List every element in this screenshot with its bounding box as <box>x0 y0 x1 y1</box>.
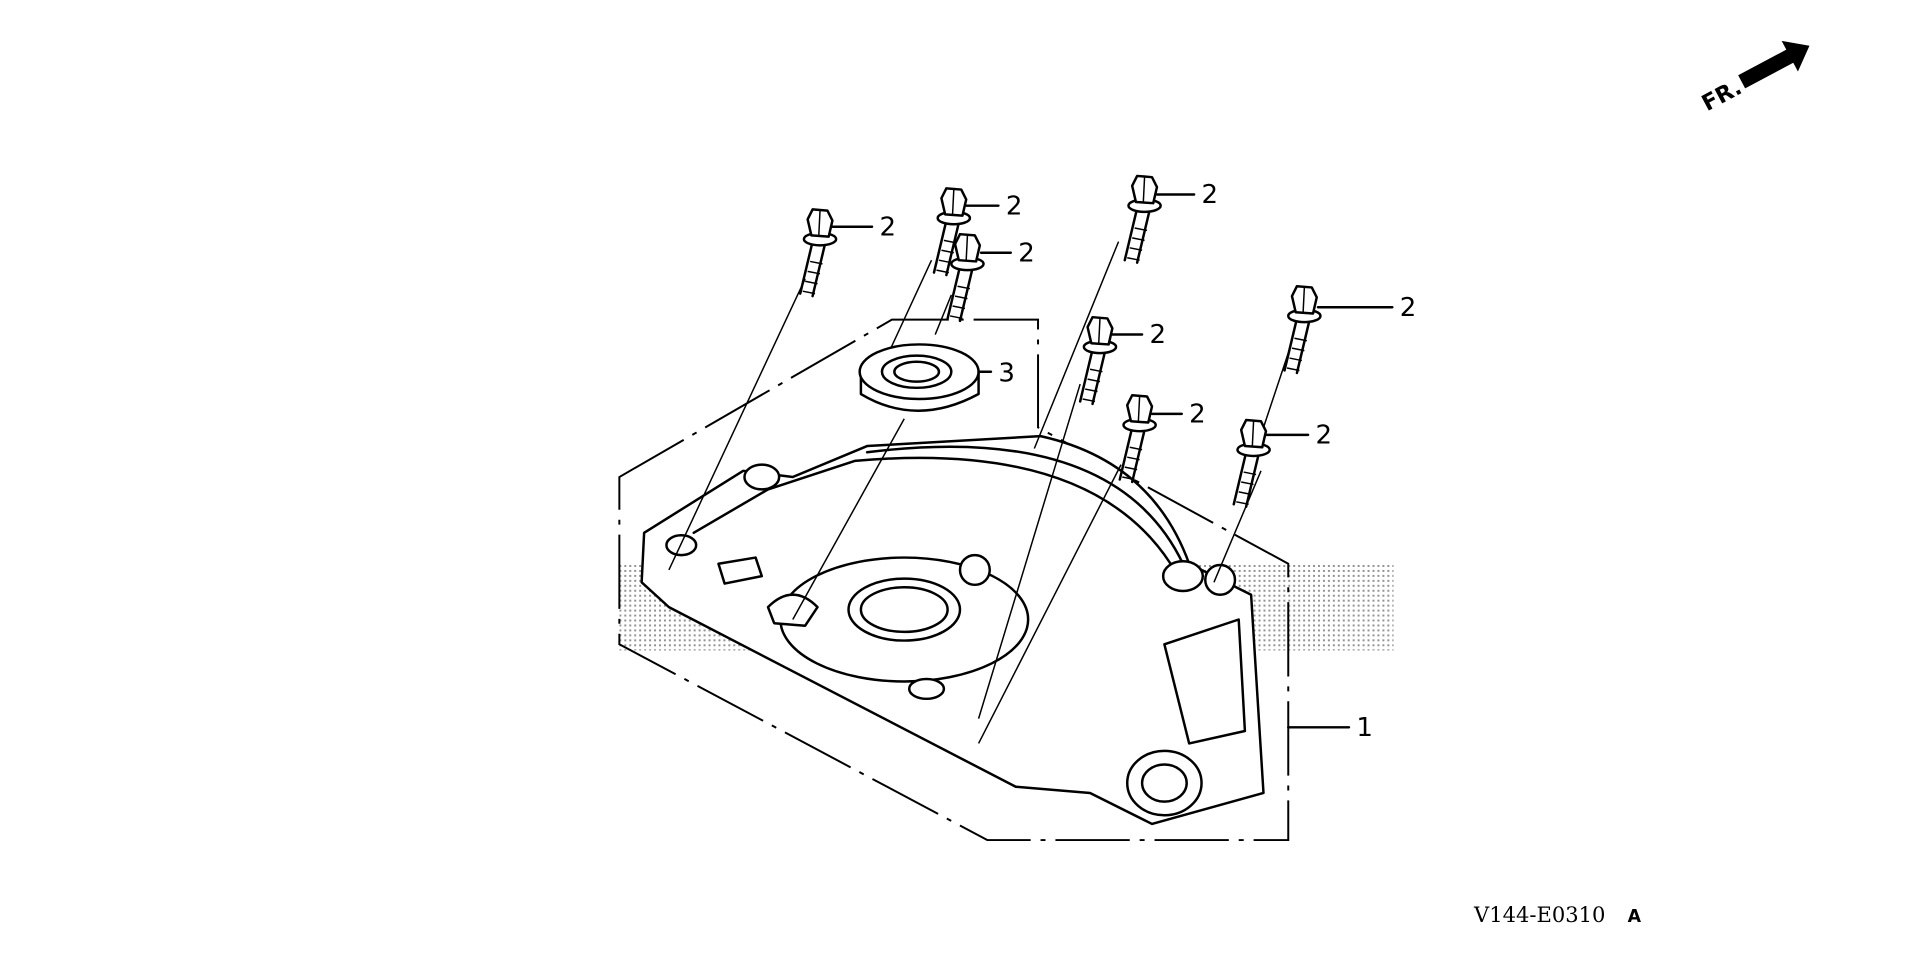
oil-seal-part <box>858 343 980 412</box>
front-arrow-icon <box>1738 40 1810 89</box>
callout-number: 2 <box>879 212 896 242</box>
callout-flange-bolt: 2 <box>964 191 1023 221</box>
drawing-revision: A <box>1628 907 1642 927</box>
leader-lines <box>668 241 1289 744</box>
callout-number: 1 <box>1356 713 1373 743</box>
callout-flange-bolt: 2 <box>979 238 1035 268</box>
callout-flange-bolt: 2 <box>1155 180 1219 210</box>
flange-bolt-part <box>1118 394 1157 484</box>
callout-number: 3 <box>998 359 1015 389</box>
flange-bolt-part <box>1283 284 1322 375</box>
callout-flange-bolt: 2 <box>1316 293 1417 323</box>
front-label: FR. <box>1698 74 1747 116</box>
callout-number: 2 <box>1316 421 1333 451</box>
callout-number: 2 <box>1006 191 1023 221</box>
callout-oil-seal: 3 <box>977 359 1015 389</box>
flange-bolt-part <box>798 208 838 298</box>
callout-flange-bolt: 2 <box>1150 400 1206 430</box>
callout-number: 2 <box>1189 400 1206 430</box>
cover-part <box>640 434 1265 826</box>
callout-flange-bolt: 2 <box>831 212 896 242</box>
callout-cover: 1 <box>1287 713 1373 743</box>
callout-number: 2 <box>1202 180 1219 210</box>
callout-number: 2 <box>1150 320 1167 350</box>
flange-bolt-part <box>1078 315 1118 406</box>
callout-number: 2 <box>1400 293 1417 323</box>
drawing-code: V144-E0310 <box>1473 902 1605 927</box>
callout-flange-bolt: 2 <box>1264 421 1333 451</box>
callout-flange-bolt: 2 <box>1111 320 1167 350</box>
front-direction-indicator: FR. <box>1698 40 1810 117</box>
callout-number: 2 <box>1018 238 1035 268</box>
flange-bolt-part <box>1123 174 1162 264</box>
